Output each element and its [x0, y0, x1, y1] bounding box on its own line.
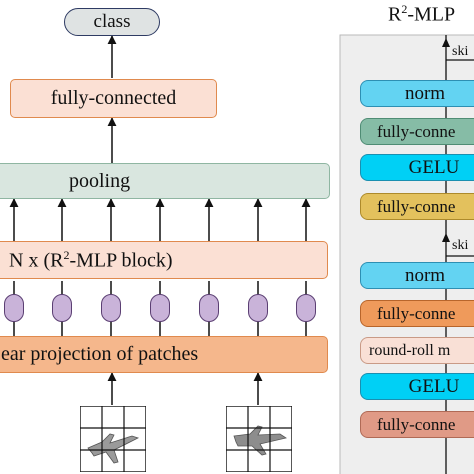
token-oval [199, 294, 219, 322]
class-label: class [93, 11, 131, 32]
token-oval [150, 294, 170, 322]
layer-round-roll: round-roll m [360, 337, 474, 364]
skip-label-top: ski [452, 44, 469, 59]
pooling-box: pooling [0, 163, 330, 199]
token-oval [248, 294, 268, 322]
layer-gelu-1: GELU [360, 154, 474, 181]
token-oval [4, 294, 24, 322]
linear-projection-box: ear projection of patches [0, 336, 328, 373]
airplane-patch-image [80, 406, 146, 472]
class-box: class [64, 8, 160, 36]
layer-fully-connected-2: fully-conne [360, 193, 474, 220]
layer-fully-connected-4: fully-conne [360, 411, 474, 438]
fully-connected-label: fully-connected [50, 87, 177, 109]
rmlp-title: R2-MLP [388, 2, 456, 26]
pooling-label: pooling [69, 169, 131, 192]
fully-connected-box: fully-connected [10, 79, 217, 118]
layer-fully-connected-3: fully-conne [360, 300, 474, 327]
linear-projection-label: ear projection of patches [1, 343, 199, 365]
airplane-patch-image [226, 406, 292, 472]
rmlp-panel [339, 34, 474, 474]
layer-norm-2: norm [360, 262, 474, 289]
token-oval [52, 294, 72, 322]
mlp-block-box: N x (R2-MLP block) [0, 241, 328, 279]
layer-fully-connected-1: fully-conne [360, 118, 474, 145]
token-oval [101, 294, 121, 322]
skip-label-mid: ski [452, 238, 469, 253]
layer-norm-1: norm [360, 80, 474, 107]
mlp-block-label: N x (R2-MLP block) [9, 247, 173, 272]
token-oval [296, 294, 316, 322]
layer-gelu-2: GELU [360, 373, 474, 400]
